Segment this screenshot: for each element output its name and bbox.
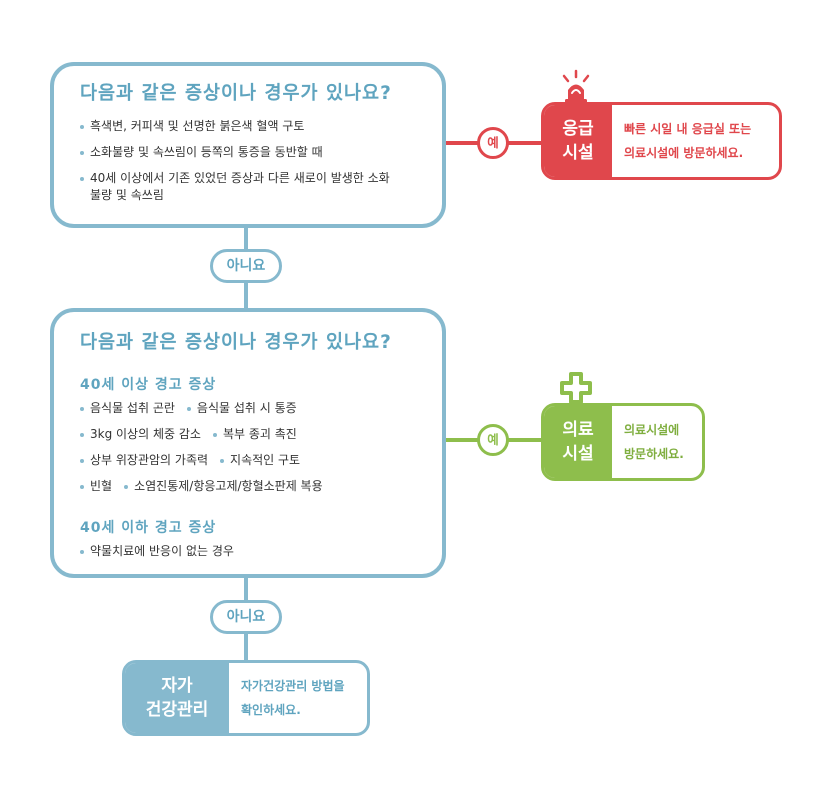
warning-item: 음식물 섭취 곤란 — [80, 400, 175, 417]
emergency-facility-label: 응급 시설 — [544, 105, 612, 177]
emergency-facility-message: 빠른 시일 내 응급실 또는 의료시설에 방문하세요. — [612, 105, 751, 177]
label-line: 시설 — [562, 143, 594, 163]
message-line: 자가건강관리 방법을 — [241, 679, 345, 693]
warning-row: 음식물 섭취 곤란 음식물 섭취 시 통증 — [80, 400, 335, 426]
siren-icon — [562, 69, 590, 104]
label-line: 자가 — [161, 676, 193, 696]
message-line: 의료시설에 방문하세요. — [624, 146, 744, 160]
question-title-1: 다음과 같은 증상이나 경우가 있나요? — [80, 83, 392, 104]
over40-warning-title: 40세 이상 경고 증상 — [80, 377, 217, 393]
warning-item: 3kg 이상의 체중 감소 — [80, 426, 201, 443]
medical-cross-icon — [560, 372, 592, 404]
warning-item: 약물치료에 반응이 없는 경우 — [80, 543, 234, 560]
no-pill-2: 아니요 — [210, 600, 282, 634]
over40-warning-list: 음식물 섭취 곤란 음식물 섭취 시 통증 3kg 이상의 체중 감소 복부 종괴 … — [80, 400, 335, 504]
message-line: 의료시설에 — [624, 423, 680, 437]
message-line: 방문하세요. — [624, 447, 684, 461]
yes-circle-1: 예 — [477, 127, 509, 159]
warning-row: 빈혈 소염진통제/항응고제/항혈소판제 복용 — [80, 478, 335, 504]
symptom-list-1: 흑색변, 커피색 및 선명한 붉은색 혈액 구토 소화불량 및 속쓰림이 등쪽의… — [80, 118, 395, 204]
question-title-2: 다음과 같은 증상이나 경우가 있나요? — [80, 332, 392, 353]
question-box-1: 다음과 같은 증상이나 경우가 있나요? 흑색변, 커피색 및 선명한 붉은색 … — [50, 62, 446, 228]
message-line: 확인하세요. — [241, 703, 301, 717]
label-line: 응급 — [562, 119, 594, 139]
emergency-facility-box: 응급 시설 빠른 시일 내 응급실 또는 의료시설에 방문하세요. — [541, 102, 782, 180]
label-line: 건강관리 — [145, 700, 209, 720]
warning-item: 소염진통제/항응고제/항혈소판제 복용 — [124, 478, 323, 495]
medical-facility-message: 의료시설에 방문하세요. — [612, 406, 684, 478]
label-line: 시설 — [562, 444, 594, 464]
under40-warning-list: 약물치료에 반응이 없는 경우 — [80, 543, 234, 560]
warning-item: 상부 위장관암의 가족력 — [80, 452, 208, 469]
warning-item: 음식물 섭취 시 통증 — [186, 400, 297, 417]
self-care-box: 자가 건강관리 자가건강관리 방법을 확인하세요. — [122, 660, 370, 736]
warning-item: 빈혈 — [80, 478, 112, 495]
yes-circle-2: 예 — [477, 424, 509, 456]
symptom-item: 소화불량 및 속쓰림이 등쪽의 통증을 동반할 때 — [80, 144, 395, 161]
warning-item: 지속적인 구토 — [220, 452, 300, 469]
under40-warning-title: 40세 이하 경고 증상 — [80, 520, 217, 536]
symptom-item: 흑색변, 커피색 및 선명한 붉은색 혈액 구토 — [80, 118, 395, 135]
label-line: 의료 — [562, 420, 594, 440]
question-box-2: 다음과 같은 증상이나 경우가 있나요? 40세 이상 경고 증상 음식물 섭취… — [50, 308, 446, 578]
no-pill-1: 아니요 — [210, 249, 282, 283]
self-care-message: 자가건강관리 방법을 확인하세요. — [229, 663, 345, 733]
warning-item: 복부 종괴 촉진 — [212, 426, 297, 443]
warning-row: 상부 위장관암의 가족력 지속적인 구토 — [80, 452, 335, 478]
message-line: 빠른 시일 내 응급실 또는 — [624, 122, 752, 136]
symptom-item: 40세 이상에서 기존 있었던 증상과 다른 새로이 발생한 소화불량 및 속쓰… — [80, 170, 395, 204]
self-care-label: 자가 건강관리 — [125, 663, 229, 733]
warning-row: 3kg 이상의 체중 감소 복부 종괴 촉진 — [80, 426, 335, 452]
medical-facility-box: 의료 시설 의료시설에 방문하세요. — [541, 403, 705, 481]
medical-facility-label: 의료 시설 — [544, 406, 612, 478]
